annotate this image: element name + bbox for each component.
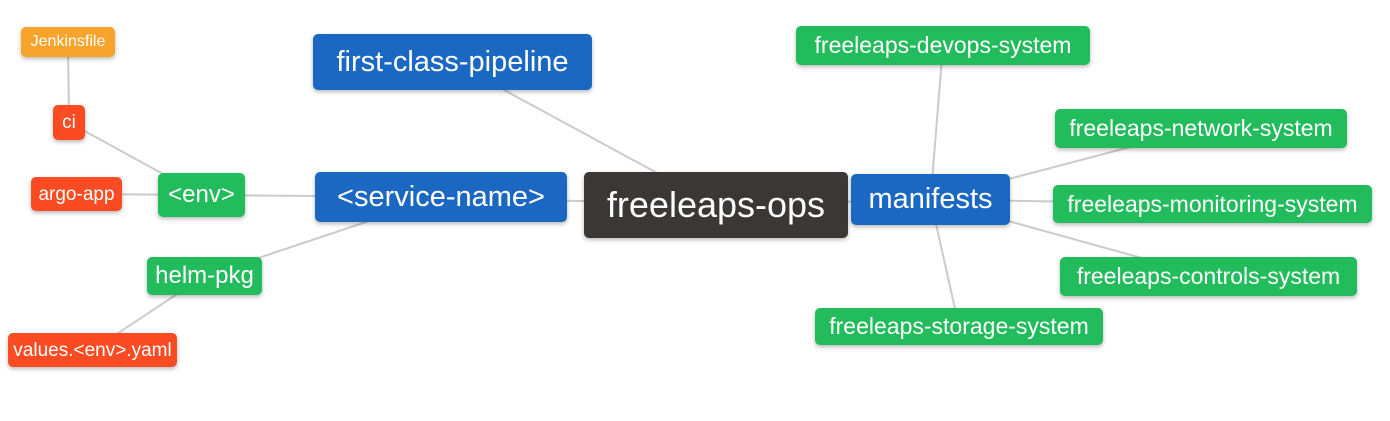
node-freeleaps-storage-system[interactable]: freeleaps-storage-system xyxy=(815,308,1103,345)
node-manifests[interactable]: manifests xyxy=(851,174,1010,225)
node-helm-pkg[interactable]: helm-pkg xyxy=(147,257,262,295)
node-freeleaps-monitoring-system[interactable]: freeleaps-monitoring-system xyxy=(1053,185,1372,223)
node-jenkinsfile[interactable]: Jenkinsfile xyxy=(21,27,115,57)
node-values-env-yaml[interactable]: values.<env>.yaml xyxy=(8,333,177,367)
node-freeleaps-controls-system[interactable]: freeleaps-controls-system xyxy=(1060,257,1357,296)
node-argo-app[interactable]: argo-app xyxy=(31,177,122,211)
node-first-class-pipeline[interactable]: first-class-pipeline xyxy=(313,34,592,90)
node-ci[interactable]: ci xyxy=(53,105,85,140)
edge-manifests-freeleaps-devops-system xyxy=(929,45,944,200)
node-freeleaps-network-system[interactable]: freeleaps-network-system xyxy=(1055,109,1347,148)
node-freeleaps-ops[interactable]: freeleaps-ops xyxy=(584,172,848,238)
node-service-name[interactable]: <service-name> xyxy=(315,172,567,222)
node-freeleaps-devops-system[interactable]: freeleaps-devops-system xyxy=(796,26,1090,65)
node-env[interactable]: <env> xyxy=(158,173,245,217)
